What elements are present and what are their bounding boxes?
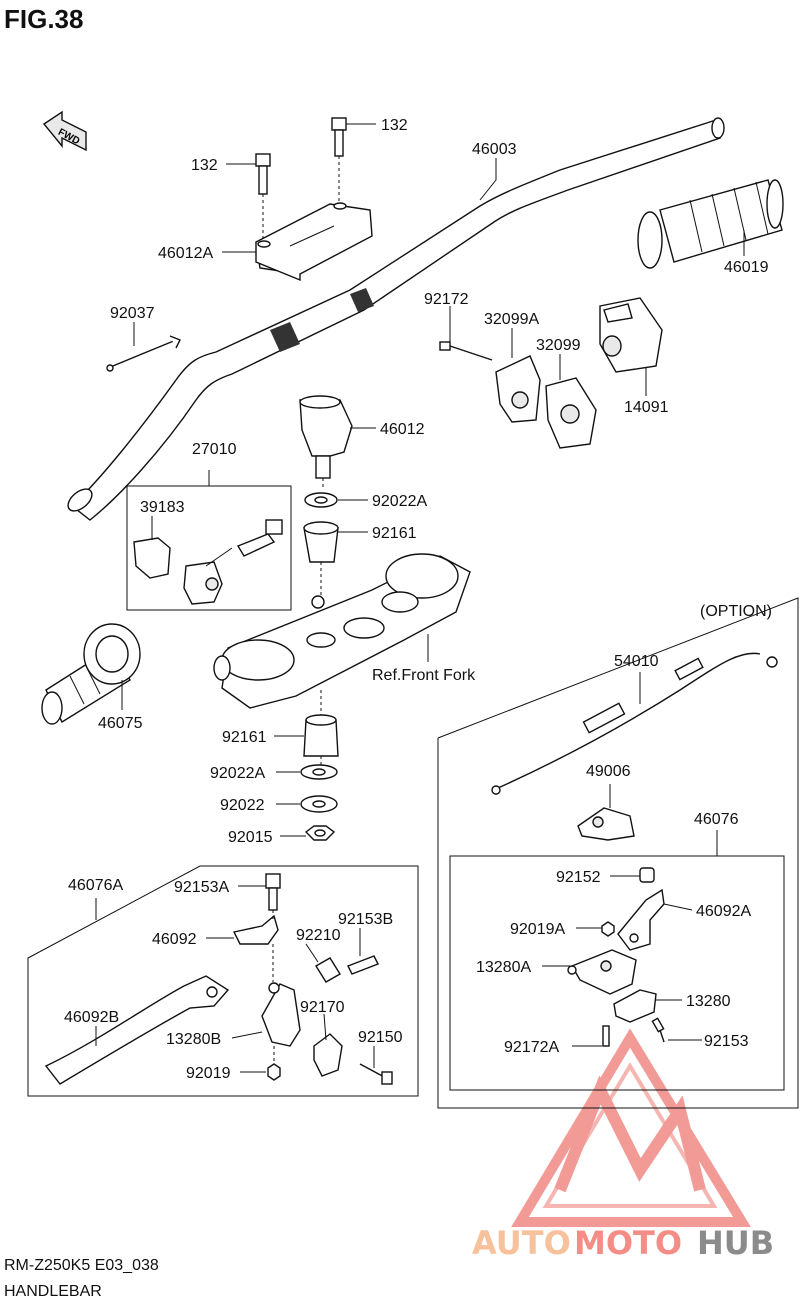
washer-92022-part	[300, 795, 338, 813]
lever-46092B-part	[44, 975, 230, 1085]
label-132-right: 132	[381, 117, 408, 134]
hot-start-cable-part	[491, 652, 778, 795]
section-title: HANDLEBAR	[4, 1283, 102, 1300]
label-46012: 46012	[380, 421, 425, 438]
label-39183: 39183	[140, 499, 185, 516]
label-92172: 92172	[424, 291, 469, 308]
clutch-lever-assembly-box	[449, 855, 785, 1091]
bolt-132-right-part	[331, 117, 347, 157]
cable-tie-92037-part	[106, 335, 181, 372]
clamp-13280-part	[613, 989, 657, 1023]
label-92210: 92210	[296, 927, 341, 944]
bushing-92161-top-part	[303, 521, 339, 563]
leader-lines	[95, 123, 745, 1073]
cable-cover-49006-part	[577, 807, 635, 841]
label-46076A: 46076A	[68, 877, 123, 894]
throttle-cover-part	[599, 297, 663, 373]
label-92022: 92022	[220, 797, 265, 814]
label-13280A: 13280A	[476, 959, 531, 976]
handlebar-holder-part	[299, 395, 353, 490]
label-92019: 92019	[186, 1065, 231, 1082]
label-92022A-bottom: 92022A	[210, 765, 265, 782]
clamp-92170-part	[313, 1033, 343, 1077]
bolt-92172A-part	[602, 1025, 610, 1047]
lever-46092-part	[232, 914, 279, 945]
label-92172A: 92172A	[504, 1039, 559, 1056]
watermark-word-auto: AUTO	[472, 1224, 571, 1262]
nut-92019A-part	[601, 921, 615, 937]
bolt-132-left-part	[255, 153, 271, 195]
label-46092B: 46092B	[64, 1009, 119, 1026]
label-46003: 46003	[472, 141, 517, 158]
label-92153: 92153	[704, 1033, 749, 1050]
label-46076: 46076	[694, 811, 739, 828]
figure-title: FIG.38	[4, 4, 83, 34]
bolt-92150-part	[359, 1063, 393, 1085]
option-label: (OPTION)	[700, 603, 772, 620]
steering-stem-part	[213, 553, 471, 709]
label-ref-front-fork: Ref.Front Fork	[372, 667, 476, 684]
bolt-92153-part	[651, 1017, 665, 1043]
label-46075: 46075	[98, 715, 143, 732]
bolt-92153B-part	[347, 955, 379, 975]
handlebar-part	[67, 117, 725, 521]
label-46092A: 46092A	[696, 903, 751, 920]
adjuster-92210-part	[315, 957, 341, 983]
bushing-92161-bottom-part	[303, 714, 339, 757]
label-32099: 32099	[536, 337, 581, 354]
nut-92015-part	[304, 825, 336, 841]
label-92037: 92037	[110, 305, 155, 322]
option-box	[437, 597, 799, 1109]
model-code: RM-Z250K5 E03_038	[4, 1257, 159, 1274]
washer-92022A-bottom-part	[300, 764, 338, 780]
bracket-13280B-part	[261, 982, 301, 1047]
collar-92152-part	[639, 867, 655, 883]
label-13280B: 13280B	[166, 1031, 221, 1048]
label-92015: 92015	[228, 829, 273, 846]
label-13280: 13280	[686, 993, 731, 1010]
kill-switch-part	[133, 519, 283, 605]
bracket-13280A-part	[567, 949, 637, 995]
label-92170: 92170	[300, 999, 345, 1016]
automotohub-watermark-logo: AUTO MOTO HUB	[472, 1028, 774, 1262]
label-54010: 54010	[614, 653, 659, 670]
label-92153A: 92153A	[174, 879, 229, 896]
label-92153B: 92153B	[338, 911, 393, 928]
label-92150: 92150	[358, 1029, 403, 1046]
label-32099A: 32099A	[484, 311, 539, 328]
washer-92022A-top-part	[304, 492, 338, 508]
screw-92172-part	[439, 341, 493, 361]
bolt-92153A-part	[265, 873, 281, 911]
watermark-word-moto: MOTO	[574, 1224, 682, 1262]
throttle-grip-part	[637, 179, 784, 269]
label-46019: 46019	[724, 259, 769, 276]
label-46092: 46092	[152, 931, 197, 948]
throttle-housing-part	[495, 355, 597, 449]
watermark-word-hub: HUB	[697, 1224, 774, 1262]
label-92022A-top: 92022A	[372, 493, 427, 510]
lever-assembly-box	[27, 865, 419, 1097]
label-27010: 27010	[192, 441, 237, 458]
lever-46092A-part	[617, 888, 665, 951]
label-14091: 14091	[624, 399, 669, 416]
label-92161-bottom: 92161	[222, 729, 267, 746]
label-92152: 92152	[556, 869, 601, 886]
left-grip-part	[41, 623, 141, 725]
label-92019A: 92019A	[510, 921, 565, 938]
label-49006: 49006	[586, 763, 631, 780]
label-46012A: 46012A	[158, 245, 213, 262]
label-132-left: 132	[191, 157, 218, 174]
nut-92019-part	[267, 1063, 281, 1081]
label-92161-top: 92161	[372, 525, 417, 542]
handlebar-clamp-upper-part	[255, 202, 373, 282]
fwd-arrow-icon: FWD	[42, 110, 87, 152]
